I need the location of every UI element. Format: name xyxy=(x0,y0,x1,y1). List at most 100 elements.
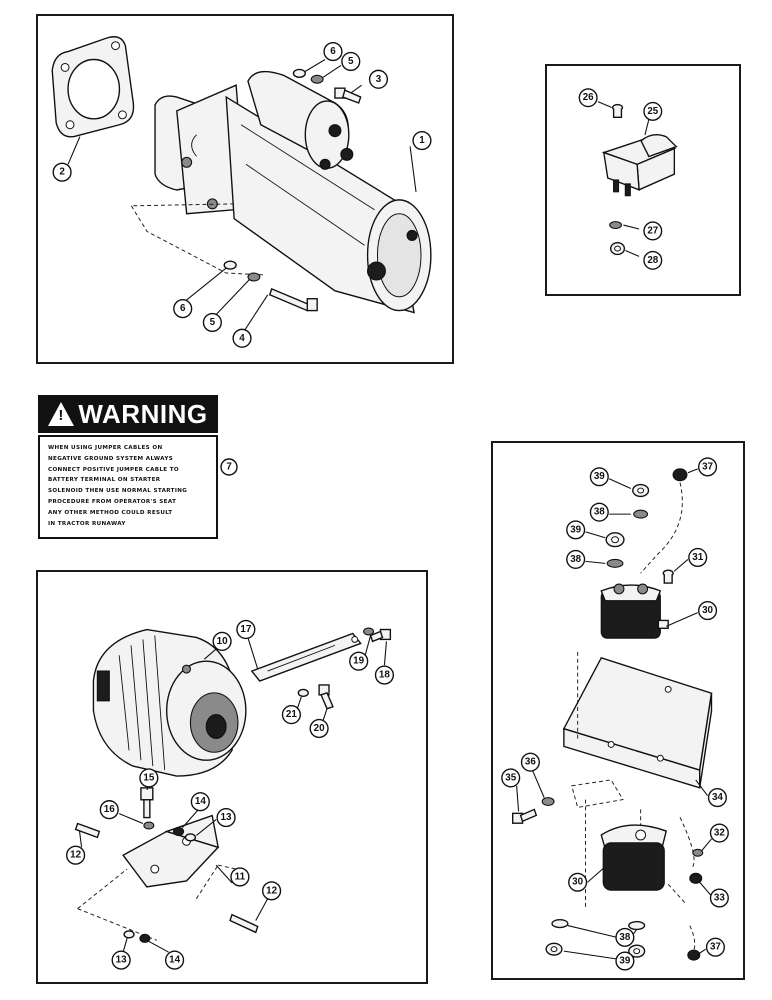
callout-4: 4 xyxy=(232,328,252,348)
svg-text:34: 34 xyxy=(712,792,723,803)
svg-text:13: 13 xyxy=(221,812,232,823)
lock-washer-part-16 xyxy=(143,821,155,830)
warning-line: CONNECT POSITIVE JUMPER CABLE TO xyxy=(48,466,180,473)
svg-text:3: 3 xyxy=(376,74,382,85)
washer-part-mid xyxy=(297,688,309,698)
nut-part-14 xyxy=(173,826,185,836)
nut-part-33 xyxy=(689,872,703,884)
starter-illustration: 2 1 3 5 6 6 5 4 xyxy=(51,36,432,348)
callout-30-upper: 30 xyxy=(698,601,718,621)
callout-38-mid: 38 xyxy=(566,549,586,569)
callout-14-lower: 14 xyxy=(164,950,185,970)
callout-21: 21 xyxy=(281,705,301,725)
warning-line: IN TRACTOR RUNAWAY xyxy=(48,520,126,527)
svg-text:37: 37 xyxy=(702,461,713,472)
lock-washer-part-lower xyxy=(247,272,261,282)
callout-38-top: 38 xyxy=(589,502,609,522)
svg-text:28: 28 xyxy=(647,255,658,266)
warning-text: WHEN USING JUMPER CABLES ON NEGATIVE GRO… xyxy=(38,435,218,539)
callout-14: 14 xyxy=(190,792,210,812)
washer-part-38-left xyxy=(551,918,569,929)
washer-part-38-top xyxy=(633,509,649,519)
svg-text:39: 39 xyxy=(619,955,630,966)
svg-text:5: 5 xyxy=(348,56,354,67)
warning-decal: ! WARNING WHEN USING JUMPER CABLES ON NE… xyxy=(38,395,218,543)
washer-part-36 xyxy=(541,797,555,807)
washer-part-32 xyxy=(692,848,704,857)
relay-illustration: 26 25 27 28 xyxy=(578,88,678,270)
bolt-part-35 xyxy=(511,808,538,824)
mounting-bracket-part xyxy=(122,814,220,888)
callout-36: 36 xyxy=(520,752,540,772)
warning-line: BATTERY TERMINAL ON STARTER xyxy=(48,477,161,484)
svg-text:12: 12 xyxy=(266,885,277,896)
callout-13: 13 xyxy=(216,807,236,828)
nut-part-39-top xyxy=(632,483,650,498)
svg-text:2: 2 xyxy=(59,167,65,178)
lock-washer-part xyxy=(609,221,622,230)
callout-11: 11 xyxy=(230,867,250,887)
callout-31: 31 xyxy=(688,547,708,567)
gasket-part xyxy=(51,36,135,138)
starter-motor xyxy=(154,70,432,314)
svg-text:37: 37 xyxy=(710,942,721,953)
callout-38-bottom: 38 xyxy=(615,927,635,947)
svg-text:19: 19 xyxy=(353,656,364,667)
warning-header: ! WARNING xyxy=(38,395,218,433)
svg-text:26: 26 xyxy=(583,92,594,103)
svg-text:4: 4 xyxy=(239,333,245,344)
warning-line: NEGATIVE GROUND SYSTEM ALWAYS xyxy=(48,455,174,462)
solenoid-panel: 39 37 38 39 38 31 30 34 35 36 32 33 30 3… xyxy=(491,441,745,980)
washer-part-13 xyxy=(184,833,197,842)
solenoid-illustration: 39 37 38 39 38 31 30 34 35 36 32 33 30 3… xyxy=(501,457,729,971)
nut-part-39-right xyxy=(628,944,646,958)
adjusting-strap-part xyxy=(250,632,362,682)
callout-39-mid: 39 xyxy=(566,520,586,540)
warning-line: SOLENOID THEN USE NORMAL STARTING xyxy=(48,488,188,495)
svg-text:6: 6 xyxy=(180,303,186,314)
screw-part-31 xyxy=(662,569,674,584)
bolt-part-15 xyxy=(140,787,154,819)
callout-5-bottom: 5 xyxy=(202,312,222,333)
callout-20: 20 xyxy=(309,718,329,739)
callout-34: 34 xyxy=(707,788,727,808)
callout-33: 33 xyxy=(709,888,729,908)
alternator-part xyxy=(92,628,247,777)
svg-text:31: 31 xyxy=(692,552,703,563)
callout-35: 35 xyxy=(501,768,521,788)
svg-text:18: 18 xyxy=(379,670,390,681)
washer-part xyxy=(292,68,306,78)
solenoid-part-upper xyxy=(600,583,669,639)
svg-text:39: 39 xyxy=(594,471,605,482)
bolt-part-12-left xyxy=(74,822,101,839)
svg-text:10: 10 xyxy=(217,636,228,647)
nut-part xyxy=(609,242,626,256)
alternator-panel: 10 17 19 18 21 20 15 16 14 13 12 11 12 1… xyxy=(36,570,428,984)
callout-15: 15 xyxy=(139,768,159,788)
lock-washer-part-upper xyxy=(363,627,375,636)
svg-text:25: 25 xyxy=(647,106,658,117)
bolt-part-upper xyxy=(369,628,392,643)
svg-text:35: 35 xyxy=(505,772,516,783)
svg-text:1: 1 xyxy=(419,135,425,146)
callout-6-bottom: 6 xyxy=(173,299,193,319)
callout-1: 1 xyxy=(412,130,432,151)
l-bracket-part xyxy=(562,657,713,789)
warning-triangle-icon: ! xyxy=(48,402,75,426)
svg-text:38: 38 xyxy=(570,554,581,565)
svg-text:38: 38 xyxy=(594,507,605,518)
lock-washer-part xyxy=(310,74,324,84)
washer-part-13-lower xyxy=(123,930,135,939)
callout-13-lower: 13 xyxy=(111,950,131,970)
callout-30-lower: 30 xyxy=(568,872,588,892)
svg-text:39: 39 xyxy=(570,524,581,535)
callout-28: 28 xyxy=(643,250,663,270)
warning-line: WHEN USING JUMPER CABLES ON xyxy=(48,445,163,451)
starter-panel: 2 1 3 5 6 6 5 4 xyxy=(36,14,454,364)
warning-line: ANY OTHER METHOD COULD RESULT xyxy=(48,509,173,516)
callout-18: 18 xyxy=(374,665,395,685)
callout-12-left: 12 xyxy=(66,845,86,865)
svg-text:7: 7 xyxy=(226,462,232,473)
svg-text:15: 15 xyxy=(143,772,154,783)
nut-part-39-mid xyxy=(605,532,625,548)
